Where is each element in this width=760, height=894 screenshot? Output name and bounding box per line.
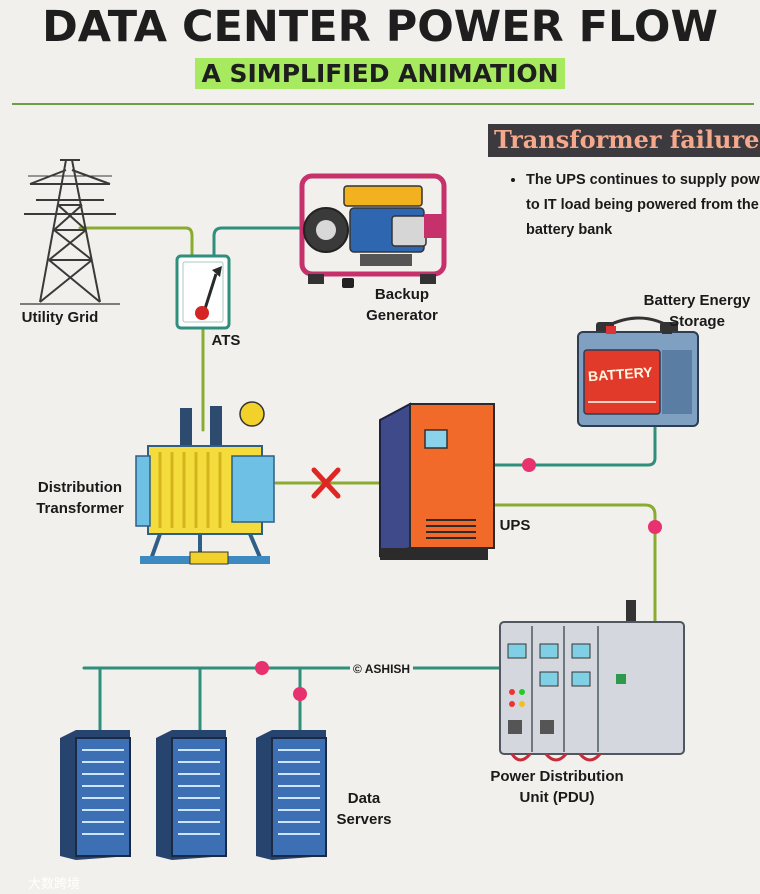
label-utility-grid: Utility Grid [21, 309, 99, 326]
label-servers-line2: Servers [336, 811, 392, 828]
label-backup-generator: Backup Generator [354, 284, 450, 326]
wire-generator-ats [212, 226, 302, 260]
watermark-text: 大数跨境 [28, 876, 81, 891]
label-pdu: Power Distribution Unit (PDU) [476, 766, 638, 808]
wire-ups-pdu [488, 503, 657, 632]
scenario-bullet: The UPS continues to supply power to IT … [526, 168, 760, 243]
flow-node [522, 458, 536, 472]
transformer-icon [135, 401, 275, 565]
power-tower-icon [24, 159, 116, 303]
wire-grid-ats [78, 226, 194, 264]
label-battery-line1: Battery Energy [643, 292, 751, 309]
ups-cabinet-icon [379, 402, 495, 560]
label-battery-storage: Battery Energy Storage [630, 290, 760, 332]
pdu-panel-icon [499, 600, 685, 762]
flow-node [648, 520, 662, 534]
page-title: DATA CENTER POWER FLOW [42, 2, 718, 52]
label-backup-generator-line2: Generator [366, 307, 438, 324]
label-backup-generator-line1: Backup [374, 286, 430, 303]
power-wires [78, 226, 657, 740]
fault-x-icon [311, 467, 341, 499]
label-pdu-line1: Power Distribution [490, 768, 624, 785]
flow-node [293, 687, 307, 701]
ats-switch-icon [175, 254, 231, 330]
title-divider [12, 103, 754, 105]
label-transformer-line1: Distribution [37, 479, 123, 496]
label-pdu-line2: Unit (PDU) [519, 789, 595, 806]
copyright-mark: © ASHISH [350, 662, 414, 676]
scenario-heading: Transformer failure [488, 124, 760, 157]
generator-icon [299, 173, 447, 288]
page-subtitle: A SIMPLIFIED ANIMATION [195, 58, 565, 89]
label-data-servers: Data Servers [326, 788, 402, 830]
scenario-bullet-list: The UPS continues to supply power to IT … [510, 168, 760, 243]
label-ups: UPS [499, 517, 531, 534]
flow-node [255, 661, 269, 675]
label-distribution-transformer: Distribution Transformer [18, 477, 142, 519]
server-rack-icon [156, 730, 227, 860]
subtitle-wrap: A SIMPLIFIED ANIMATION [0, 58, 760, 89]
server-rack-icon [256, 730, 327, 860]
battery-icon [577, 316, 699, 427]
label-transformer-line2: Transformer [36, 500, 124, 517]
label-servers-line1: Data [347, 790, 381, 807]
server-rack-icon [60, 730, 131, 860]
label-battery-line2: Storage [669, 313, 725, 330]
wire-battery-ups [488, 424, 657, 467]
label-ats: ATS [211, 332, 241, 349]
